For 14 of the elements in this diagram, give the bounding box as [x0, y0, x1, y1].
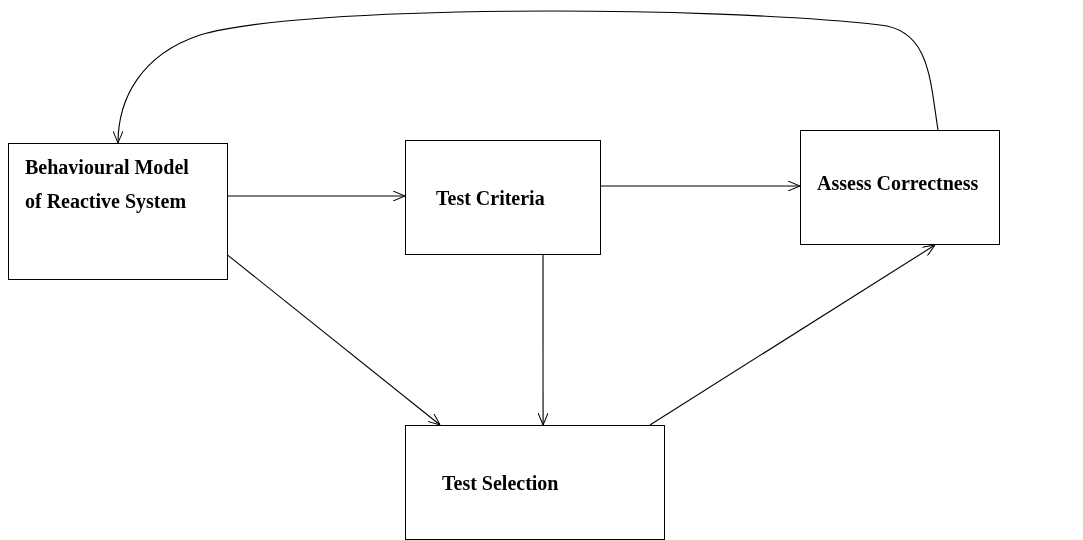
process-box: [8, 143, 228, 280]
box-label: Test Selection: [442, 470, 559, 496]
box-label: Behavioural Model of Reactive System: [25, 155, 190, 215]
arrow: [113, 10, 939, 144]
arrow: [227, 190, 406, 202]
arrow: [537, 254, 549, 426]
process-box: [405, 425, 665, 540]
process-box: [800, 130, 1000, 245]
arrow: [600, 180, 801, 192]
arrow: [227, 254, 441, 426]
box-label: Test Criteria: [436, 185, 545, 211]
arrow: [649, 244, 936, 426]
process-box: [405, 140, 601, 255]
box-label: Assess Correctness: [817, 170, 979, 196]
